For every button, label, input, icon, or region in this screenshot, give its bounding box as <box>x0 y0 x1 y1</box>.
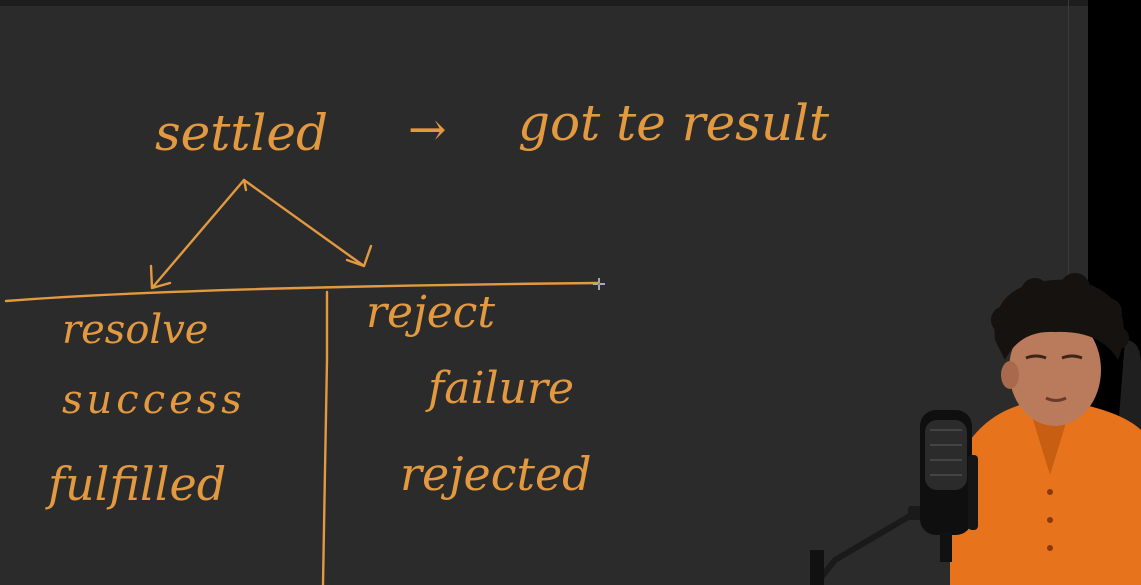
left-term-1: resolve <box>62 307 208 353</box>
horizontal-divider <box>4 281 600 303</box>
face <box>1009 314 1101 426</box>
orange-shirt <box>950 400 1141 585</box>
shirt-collar <box>1030 410 1070 475</box>
left-term-3: fulfilled <box>45 457 226 511</box>
top-edge <box>0 0 1088 6</box>
left-term-2: success <box>62 377 246 423</box>
heading-result: got te result <box>518 94 830 152</box>
vertical-divider <box>321 290 329 585</box>
heading-settled: settled <box>155 104 328 162</box>
branch-arrows <box>149 178 373 290</box>
right-term-2: failure <box>425 363 574 414</box>
right-branch-arrow <box>242 178 373 268</box>
right-term-1: reject <box>366 287 495 338</box>
crosshair-cursor-icon <box>593 278 605 290</box>
right-term-3: rejected <box>400 447 592 501</box>
mic-boom-arm <box>812 507 922 585</box>
heading-arrow: → <box>408 102 447 156</box>
left-branch-arrow <box>149 178 246 290</box>
chair-back <box>1118 340 1141 430</box>
presenter-webcam <box>810 273 1141 585</box>
